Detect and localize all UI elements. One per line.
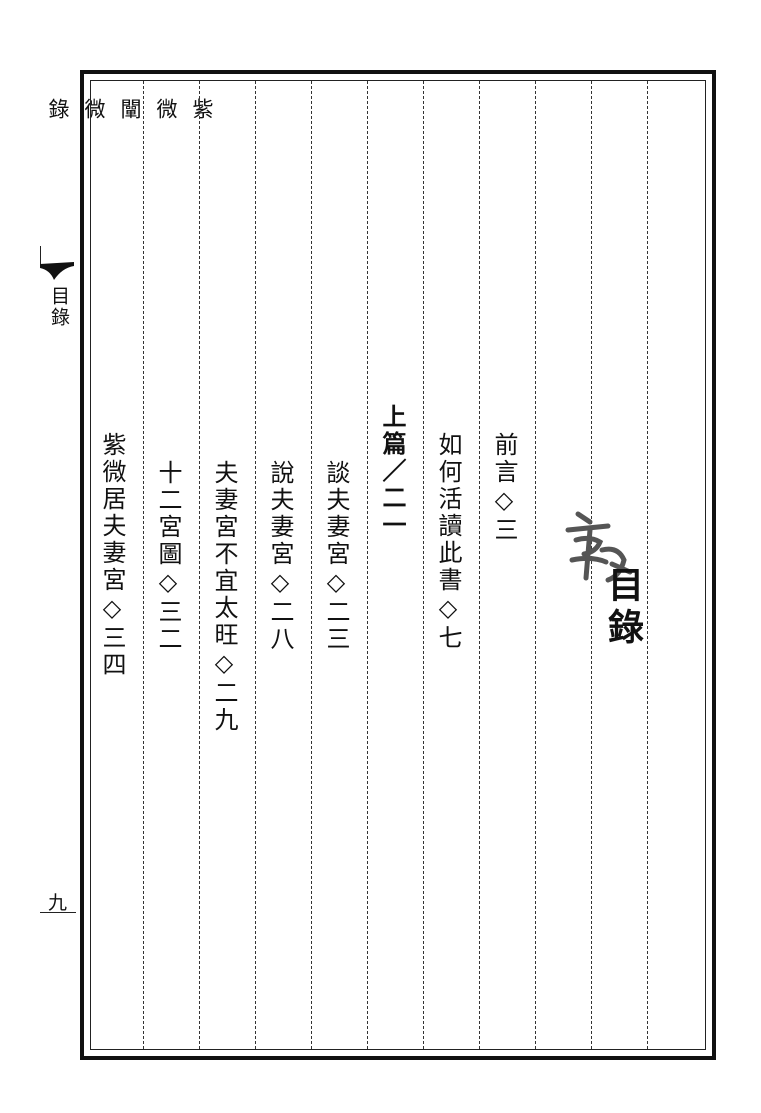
fishtail-mark-icon bbox=[40, 262, 74, 280]
column-rule bbox=[535, 81, 536, 1049]
margin-rule bbox=[40, 246, 41, 266]
column-rule bbox=[423, 81, 424, 1049]
toc-entry: 說夫妻宮◇二八 bbox=[266, 460, 294, 653]
column-rule bbox=[143, 81, 144, 1049]
page-frame bbox=[80, 70, 716, 1060]
column-rule bbox=[647, 81, 648, 1049]
column-rule bbox=[479, 81, 480, 1049]
toc-entry: 十二宮圖◇三二 bbox=[154, 460, 182, 653]
toc-entry: 談夫妻宮◇二三 bbox=[322, 460, 350, 653]
page-title: 目錄 bbox=[602, 566, 644, 650]
column-rule bbox=[199, 81, 200, 1049]
toc-section-heading: 上篇／二一 bbox=[378, 404, 407, 539]
margin-section-name: 目錄 bbox=[48, 286, 70, 328]
inner-frame bbox=[90, 80, 706, 1050]
column-rule bbox=[255, 81, 256, 1049]
column-rule bbox=[367, 81, 368, 1049]
toc-entry: 前言◇三 bbox=[490, 432, 518, 544]
page-number: 九 bbox=[48, 892, 68, 914]
calligraphy-mark-icon bbox=[565, 511, 633, 583]
running-title: 紫微闡微錄 bbox=[46, 98, 214, 121]
toc-entry: 如何活讀此書◇七 bbox=[434, 432, 462, 652]
column-rule bbox=[591, 81, 592, 1049]
toc-entry: 夫妻宮不宜太旺◇二九 bbox=[210, 460, 238, 734]
toc-entry: 紫微居夫妻宮◇三四 bbox=[98, 432, 126, 679]
folio-rule bbox=[40, 912, 76, 913]
column-rule bbox=[311, 81, 312, 1049]
